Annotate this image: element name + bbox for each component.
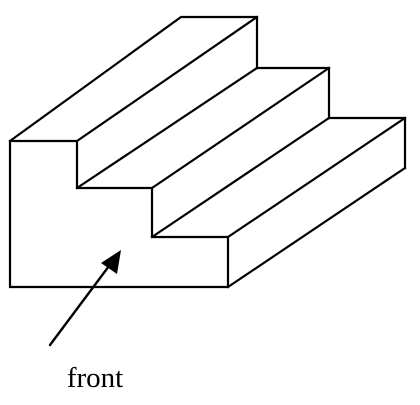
middle-step-lower-edge [150, 116, 331, 239]
bottom-step-front-edge [226, 116, 407, 239]
top-step-lower-edge [75, 66, 259, 190]
front-arrow-head [101, 250, 121, 274]
bottom-step-lower-edge [226, 166, 407, 289]
front-face [8, 139, 230, 289]
front-label: front [66, 362, 124, 394]
middle-step-front-edge [150, 66, 331, 190]
front-arrow-shaft [48, 260, 114, 347]
top-step-front-edge [75, 15, 259, 143]
top-step-back-edge [8, 15, 259, 143]
